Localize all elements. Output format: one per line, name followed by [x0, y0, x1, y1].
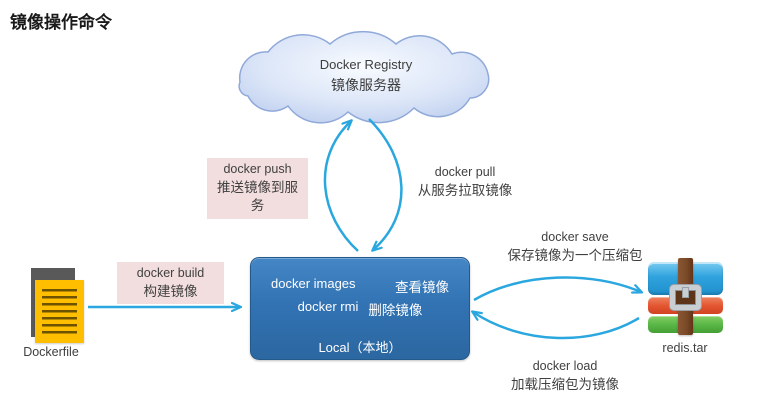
document-text-lines — [42, 289, 77, 335]
rmi-command: docker rmi — [297, 299, 359, 314]
dockerfile-icon — [23, 268, 93, 346]
label-docker-build: docker build 构建镜像 — [117, 262, 224, 305]
rmi-description: 删除镜像 — [368, 303, 423, 318]
local-host-box: docker images 查看镜像 docker rmi 删除镜像 Local… — [250, 257, 470, 360]
load-description: 加载压缩包为镜像 — [511, 376, 619, 392]
pull-arrow — [368, 118, 403, 250]
buckle-prong — [683, 288, 688, 297]
push-description: 推送镜像到服务 — [217, 179, 298, 214]
page-title: 镜像操作命令 — [10, 13, 112, 32]
images-command: docker images — [271, 276, 356, 291]
dockerfile-label: Dockerfile — [23, 345, 79, 359]
load-arrow — [473, 312, 640, 340]
load-command: docker load — [532, 359, 598, 373]
registry-name-zh: 镜像服务器 — [331, 76, 401, 93]
pull-command: docker pull — [434, 165, 496, 179]
registry-cloud-title: Docker Registry 镜像服务器 — [266, 56, 466, 95]
archive-icon — [648, 258, 723, 335]
save-description: 保存镜像为一个压缩包 — [507, 247, 643, 263]
push-arrow — [323, 121, 359, 252]
rmi-command-row: docker rmi 删除镜像 — [251, 299, 469, 319]
build-description: 构建镜像 — [143, 283, 198, 299]
build-command: docker build — [136, 266, 205, 280]
images-description: 查看镜像 — [395, 280, 449, 295]
label-docker-push: docker push 推送镜像到服务 — [207, 158, 308, 220]
document-front-sheet — [35, 280, 84, 343]
images-command-row: docker images 查看镜像 — [251, 276, 469, 296]
archive-buckle — [670, 285, 701, 310]
push-command: docker push — [223, 162, 292, 176]
registry-cloud-shape — [238, 30, 490, 124]
save-arrow — [473, 276, 641, 302]
local-box-caption: Local（本地） — [318, 340, 402, 355]
archive-label: redis.tar — [662, 341, 708, 355]
label-docker-save: docker save 保存镜像为一个压缩包 — [490, 229, 660, 265]
save-command: docker save — [541, 230, 609, 244]
pull-description: 从服务拉取镜像 — [417, 182, 513, 198]
registry-name: Docker Registry — [319, 57, 413, 72]
label-docker-load: docker load 加载压缩包为镜像 — [480, 358, 650, 394]
label-docker-pull: docker pull 从服务拉取镜像 — [400, 164, 530, 200]
